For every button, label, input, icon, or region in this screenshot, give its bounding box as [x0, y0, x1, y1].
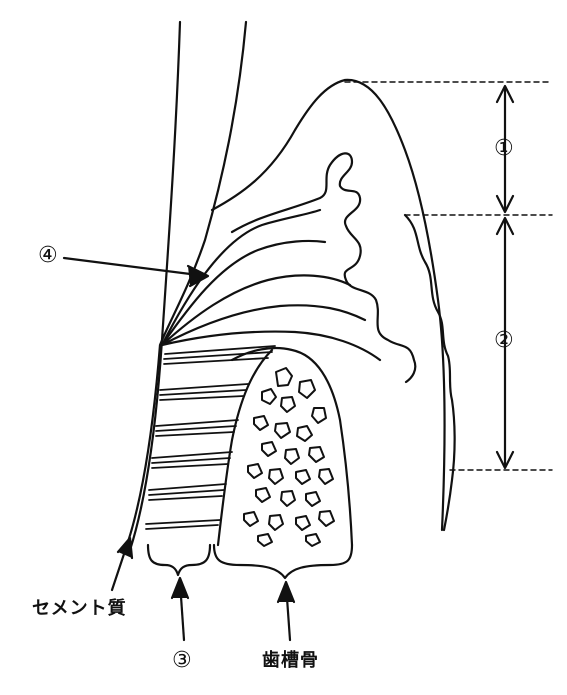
pdl-bone-boundary — [216, 348, 274, 547]
dimension-arrow-2 — [495, 216, 515, 470]
pointer-arrow-3 — [170, 576, 190, 642]
cementum-label: セメント質 — [32, 598, 127, 619]
gingival-fiber-5 — [160, 330, 382, 362]
pointer-arrow-alveolar-bone — [276, 580, 296, 642]
dimension-arrow-1 — [495, 84, 515, 214]
pdl-fiber-bands — [145, 345, 276, 530]
alveolar-bone-outline — [230, 346, 354, 547]
pointer-arrow-cementum — [110, 536, 134, 592]
pointer-arrow-4 — [62, 256, 210, 288]
brace-alveolar-bone — [212, 543, 354, 580]
marker-1-label: ① — [494, 136, 514, 161]
tooth-surface-inner-line — [124, 20, 248, 550]
gingival-epithelium-line — [230, 152, 417, 384]
bone-marrow-spaces — [243, 367, 335, 547]
gingival-fiber-4 — [160, 304, 367, 347]
gingival-fiber-1 — [160, 208, 322, 347]
gingival-margin-edge — [403, 213, 456, 532]
alveolar-bone-label: 歯槽骨 — [262, 650, 319, 671]
tooth-surface-left-line — [128, 20, 182, 552]
brace-pdl — [146, 543, 212, 577]
gingival-fiber-2 — [160, 239, 327, 347]
gingival-fiber-3 — [160, 274, 352, 347]
marker-3-label: ③ — [172, 648, 192, 673]
marker-2-label: ② — [494, 328, 514, 353]
gingiva-outer-contour — [210, 78, 446, 532]
marker-4-label: ④ — [38, 243, 58, 268]
reference-dashed-lines — [344, 81, 553, 471]
